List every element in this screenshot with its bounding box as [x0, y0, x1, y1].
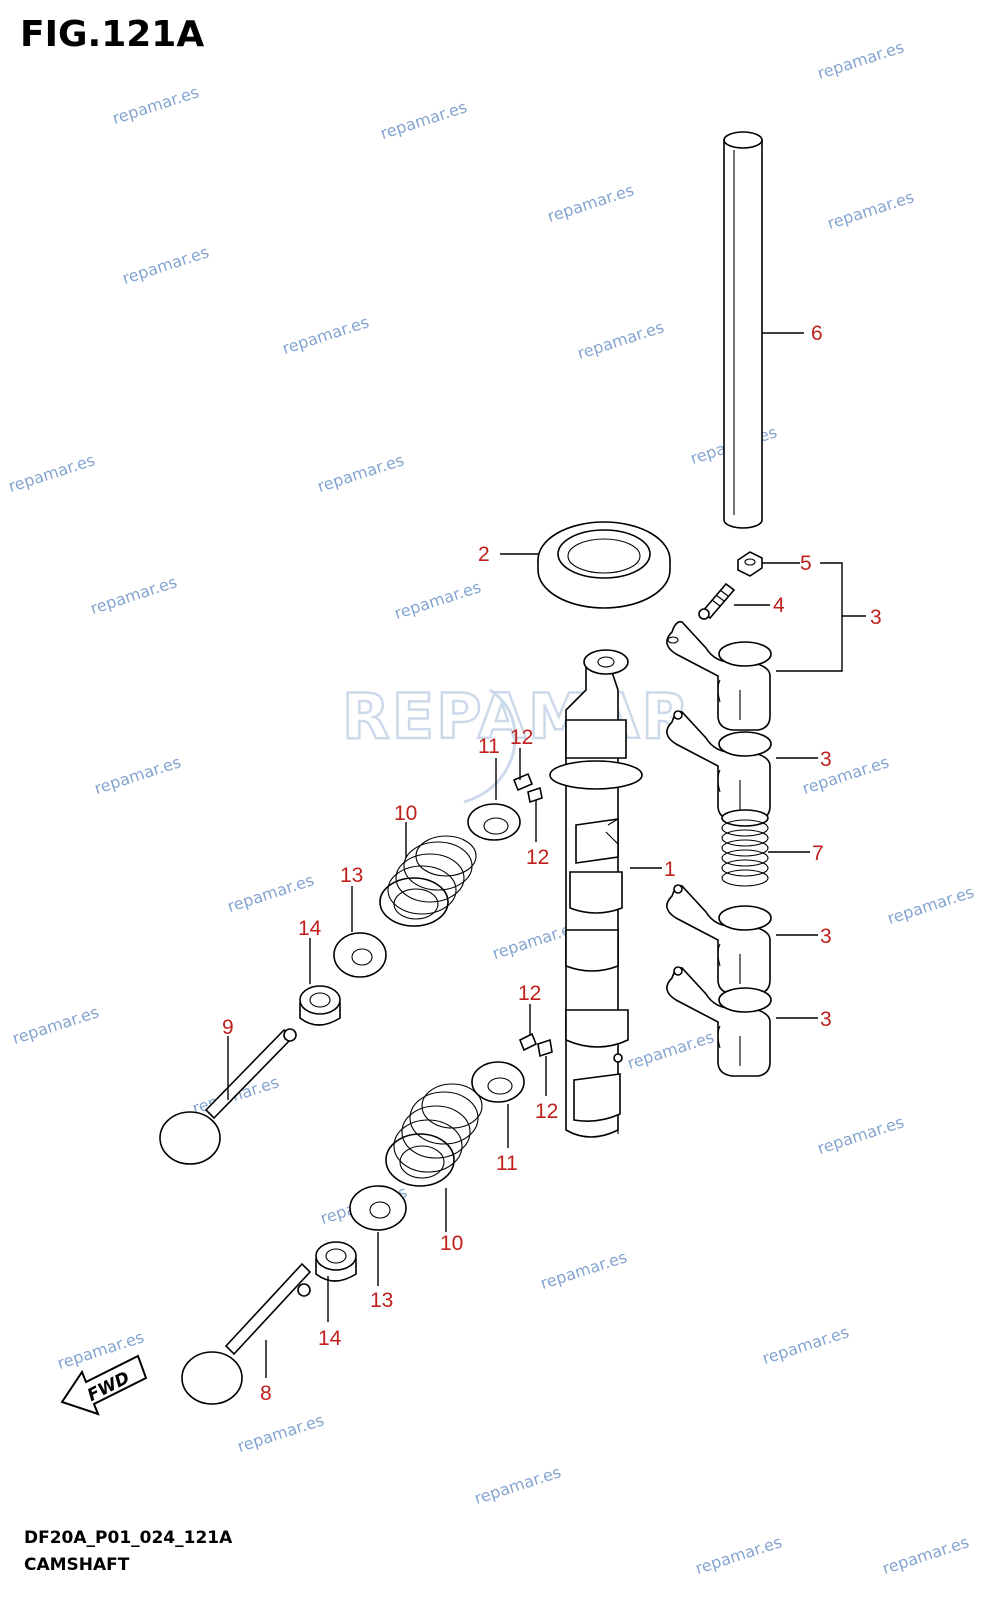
part-14-valve-seal-lower[interactable]	[315, 1241, 357, 1282]
callout-6: 6	[811, 322, 823, 345]
part-7-spring[interactable]	[721, 809, 769, 887]
part-3-rocker-arm[interactable]	[666, 620, 772, 731]
callout-3: 3	[870, 606, 882, 629]
footer-section-name: CAMSHAFT	[24, 1555, 130, 1575]
callout-14: 14	[318, 1327, 342, 1350]
callout-10: 10	[440, 1232, 463, 1255]
leader-lines	[227, 332, 866, 1378]
logo-text: REPAMAR	[342, 680, 691, 753]
callout-12: 12	[535, 1100, 558, 1123]
part-13-spring-seat-lower[interactable]	[349, 1185, 407, 1231]
callout-10: 10	[394, 802, 417, 825]
callout-7: 7	[812, 842, 824, 865]
callout-4: 4	[773, 594, 785, 617]
figure-title: FIG.121A	[20, 14, 205, 55]
part-6-tube[interactable]	[723, 131, 763, 529]
callout-13: 13	[370, 1289, 393, 1312]
part-11-retainer-lower[interactable]	[471, 1061, 525, 1103]
part-14-valve-seal-upper[interactable]	[299, 985, 341, 1026]
callout-12: 12	[510, 726, 533, 749]
part-8-valve[interactable]	[181, 1262, 312, 1405]
callouts: 6 2 5 4 3 3 7 1 3 3 11 12 12 10 13 14 9 …	[222, 322, 882, 1405]
part-4-adjusting-screw[interactable]	[698, 582, 736, 620]
callout-13: 13	[340, 864, 363, 887]
fwd-arrow-icon: FWD	[60, 1354, 148, 1416]
callout-5: 5	[800, 552, 812, 575]
callout-12: 12	[518, 982, 541, 1005]
callout-3: 3	[820, 1008, 832, 1031]
part-1-camshaft[interactable]	[549, 649, 643, 1138]
callout-3: 3	[820, 748, 832, 771]
callout-14: 14	[298, 917, 322, 940]
part-11-retainer-upper[interactable]	[467, 803, 521, 841]
callout-8: 8	[260, 1382, 272, 1405]
callout-2: 2	[478, 543, 490, 566]
part-3-rocker-arm[interactable]	[666, 710, 772, 821]
part-2-oil-seal[interactable]	[537, 521, 671, 609]
part-10-valve-spring-lower[interactable]	[385, 1083, 483, 1187]
part-10-valve-spring-upper[interactable]	[379, 835, 477, 927]
part-12-cotter-lower[interactable]	[518, 1032, 553, 1058]
part-12-cotter-upper[interactable]	[512, 772, 543, 804]
part-3-rocker-arm[interactable]	[666, 966, 772, 1077]
part-13-spring-seat-upper[interactable]	[333, 932, 387, 978]
callout-3: 3	[820, 925, 832, 948]
callout-12: 12	[526, 846, 549, 869]
repamar-logo-watermark: REPAMAR	[341, 679, 691, 804]
part-3-rocker-arm[interactable]	[666, 884, 772, 995]
callout-11: 11	[496, 1152, 518, 1175]
callout-9: 9	[222, 1016, 234, 1039]
part-5-nut[interactable]	[737, 551, 763, 577]
footer-diagram-code: DF20A_P01_024_121A	[24, 1528, 233, 1548]
callout-1: 1	[664, 858, 676, 881]
callout-11: 11	[478, 735, 500, 758]
